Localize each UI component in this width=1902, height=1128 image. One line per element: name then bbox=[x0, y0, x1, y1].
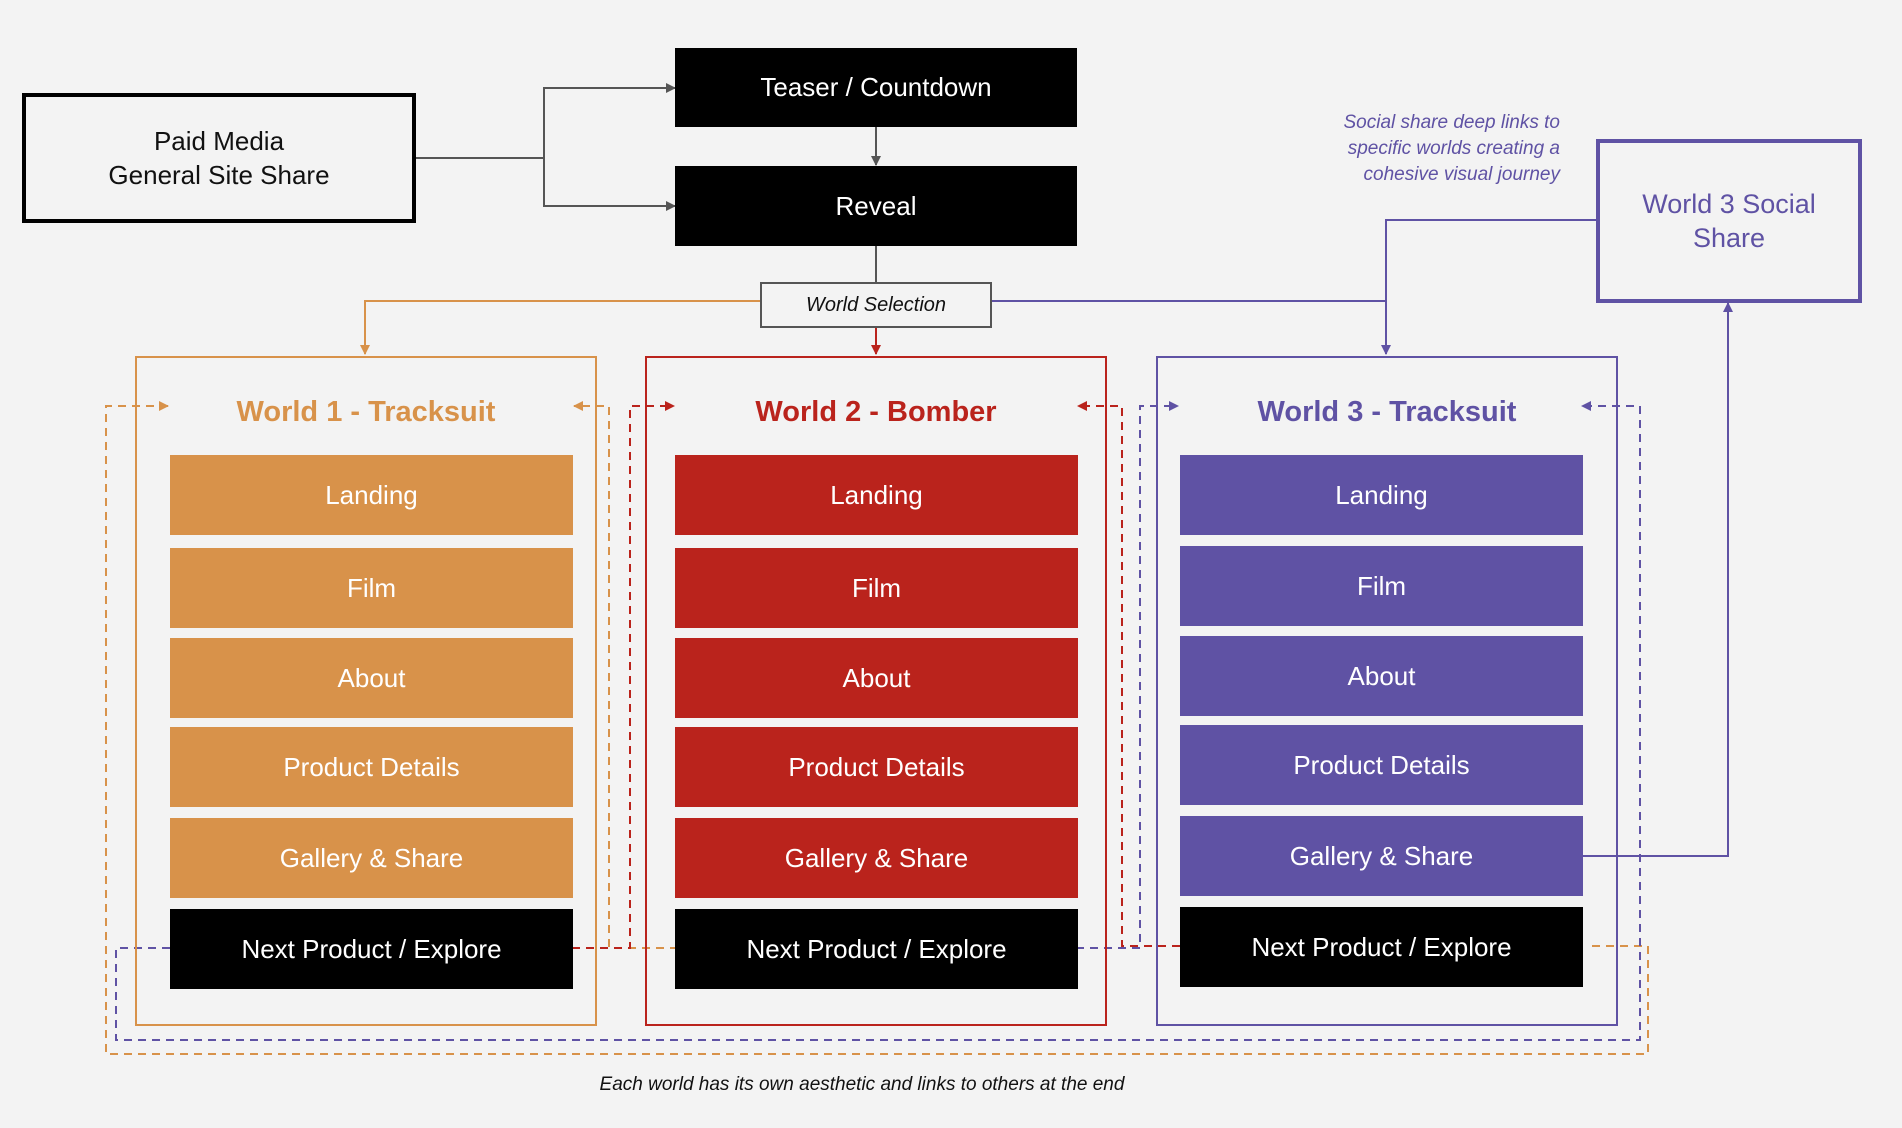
world-1-about-page: About bbox=[170, 638, 573, 718]
world-1-title: World 1 - Tracksuit bbox=[236, 396, 496, 428]
world-1-product-details-page: Product Details bbox=[170, 727, 573, 807]
world-3-title: World 3 - Tracksuit bbox=[1257, 396, 1517, 428]
reveal-box: Reveal bbox=[675, 166, 1077, 246]
world-2-landing-page: Landing bbox=[675, 455, 1078, 535]
world-2-about-page: About bbox=[675, 638, 1078, 718]
entry-to-teaser-connector bbox=[414, 83, 676, 159]
social-to-world3-arrow bbox=[1381, 219, 1596, 355]
world-1-next-product-page: Next Product / Explore bbox=[170, 909, 573, 989]
entry-to-reveal-connector bbox=[543, 158, 676, 211]
world3-outer-loop bbox=[115, 401, 1641, 1041]
selection-to-world1-arrow bbox=[360, 300, 760, 355]
world-1-column: World 1 - Tracksuit bbox=[135, 356, 597, 1026]
world-2-product-details-page: Product Details bbox=[675, 727, 1078, 807]
social-note-line2: specific worlds creating a bbox=[1347, 138, 1560, 159]
world-3-landing-page: Landing bbox=[1180, 455, 1583, 535]
social-share-note: Social share deep links to specific worl… bbox=[1250, 110, 1560, 188]
world-3-gallery-share-page: Gallery & Share bbox=[1180, 816, 1583, 896]
world1-explore-loop bbox=[573, 401, 678, 949]
entry-label-line1: Paid Media bbox=[153, 126, 285, 156]
world-selection-box: World Selection bbox=[760, 282, 992, 328]
world3-explore-loop bbox=[1076, 401, 1179, 949]
footer-note: Each world has its own aesthetic and lin… bbox=[599, 1074, 1125, 1095]
social-label-line1: World 3 Social bbox=[1642, 189, 1816, 219]
reveal-label: Reveal bbox=[835, 190, 917, 221]
social-label-line2: Share bbox=[1692, 223, 1766, 253]
world-1-gallery-share-page: Gallery & Share bbox=[170, 818, 573, 898]
world1-outer-loop bbox=[105, 401, 1649, 1055]
social-note-line3: cohesive visual journey bbox=[1363, 164, 1560, 185]
world-selection-label: World Selection bbox=[805, 293, 947, 316]
entry-label-line2: General Site Share bbox=[108, 160, 330, 190]
world-3-column: World 3 - Tracksuit bbox=[1156, 356, 1618, 1026]
teaser-label: Teaser / Countdown bbox=[760, 72, 992, 102]
world-3-next-product-page: Next Product / Explore bbox=[1180, 907, 1583, 987]
world-1-landing-page: Landing bbox=[170, 455, 573, 535]
world2-explore-loop-left bbox=[572, 401, 675, 949]
world-2-film-page: Film bbox=[675, 548, 1078, 628]
teaser-countdown-box: Teaser / Countdown bbox=[675, 48, 1077, 127]
world-3-product-details-page: Product Details bbox=[1180, 725, 1583, 805]
world-2-column: World 2 - Bomber bbox=[645, 356, 1107, 1026]
world-3-film-page: Film bbox=[1180, 546, 1583, 626]
world-1-film-page: Film bbox=[170, 548, 573, 628]
world2-explore-loop-right bbox=[1077, 401, 1180, 947]
paid-media-entry-box: Paid Media General Site Share bbox=[22, 93, 416, 223]
world-2-next-product-page: Next Product / Explore bbox=[675, 909, 1078, 989]
world-3-social-share-box: World 3 Social Share bbox=[1596, 139, 1862, 303]
social-note-line1: Social share deep links to bbox=[1343, 112, 1560, 133]
world-2-title: World 2 - Bomber bbox=[755, 396, 997, 428]
gallery-to-social-arrow bbox=[1582, 302, 1733, 857]
world-3-about-page: About bbox=[1180, 636, 1583, 716]
world-2-gallery-share-page: Gallery & Share bbox=[675, 818, 1078, 898]
